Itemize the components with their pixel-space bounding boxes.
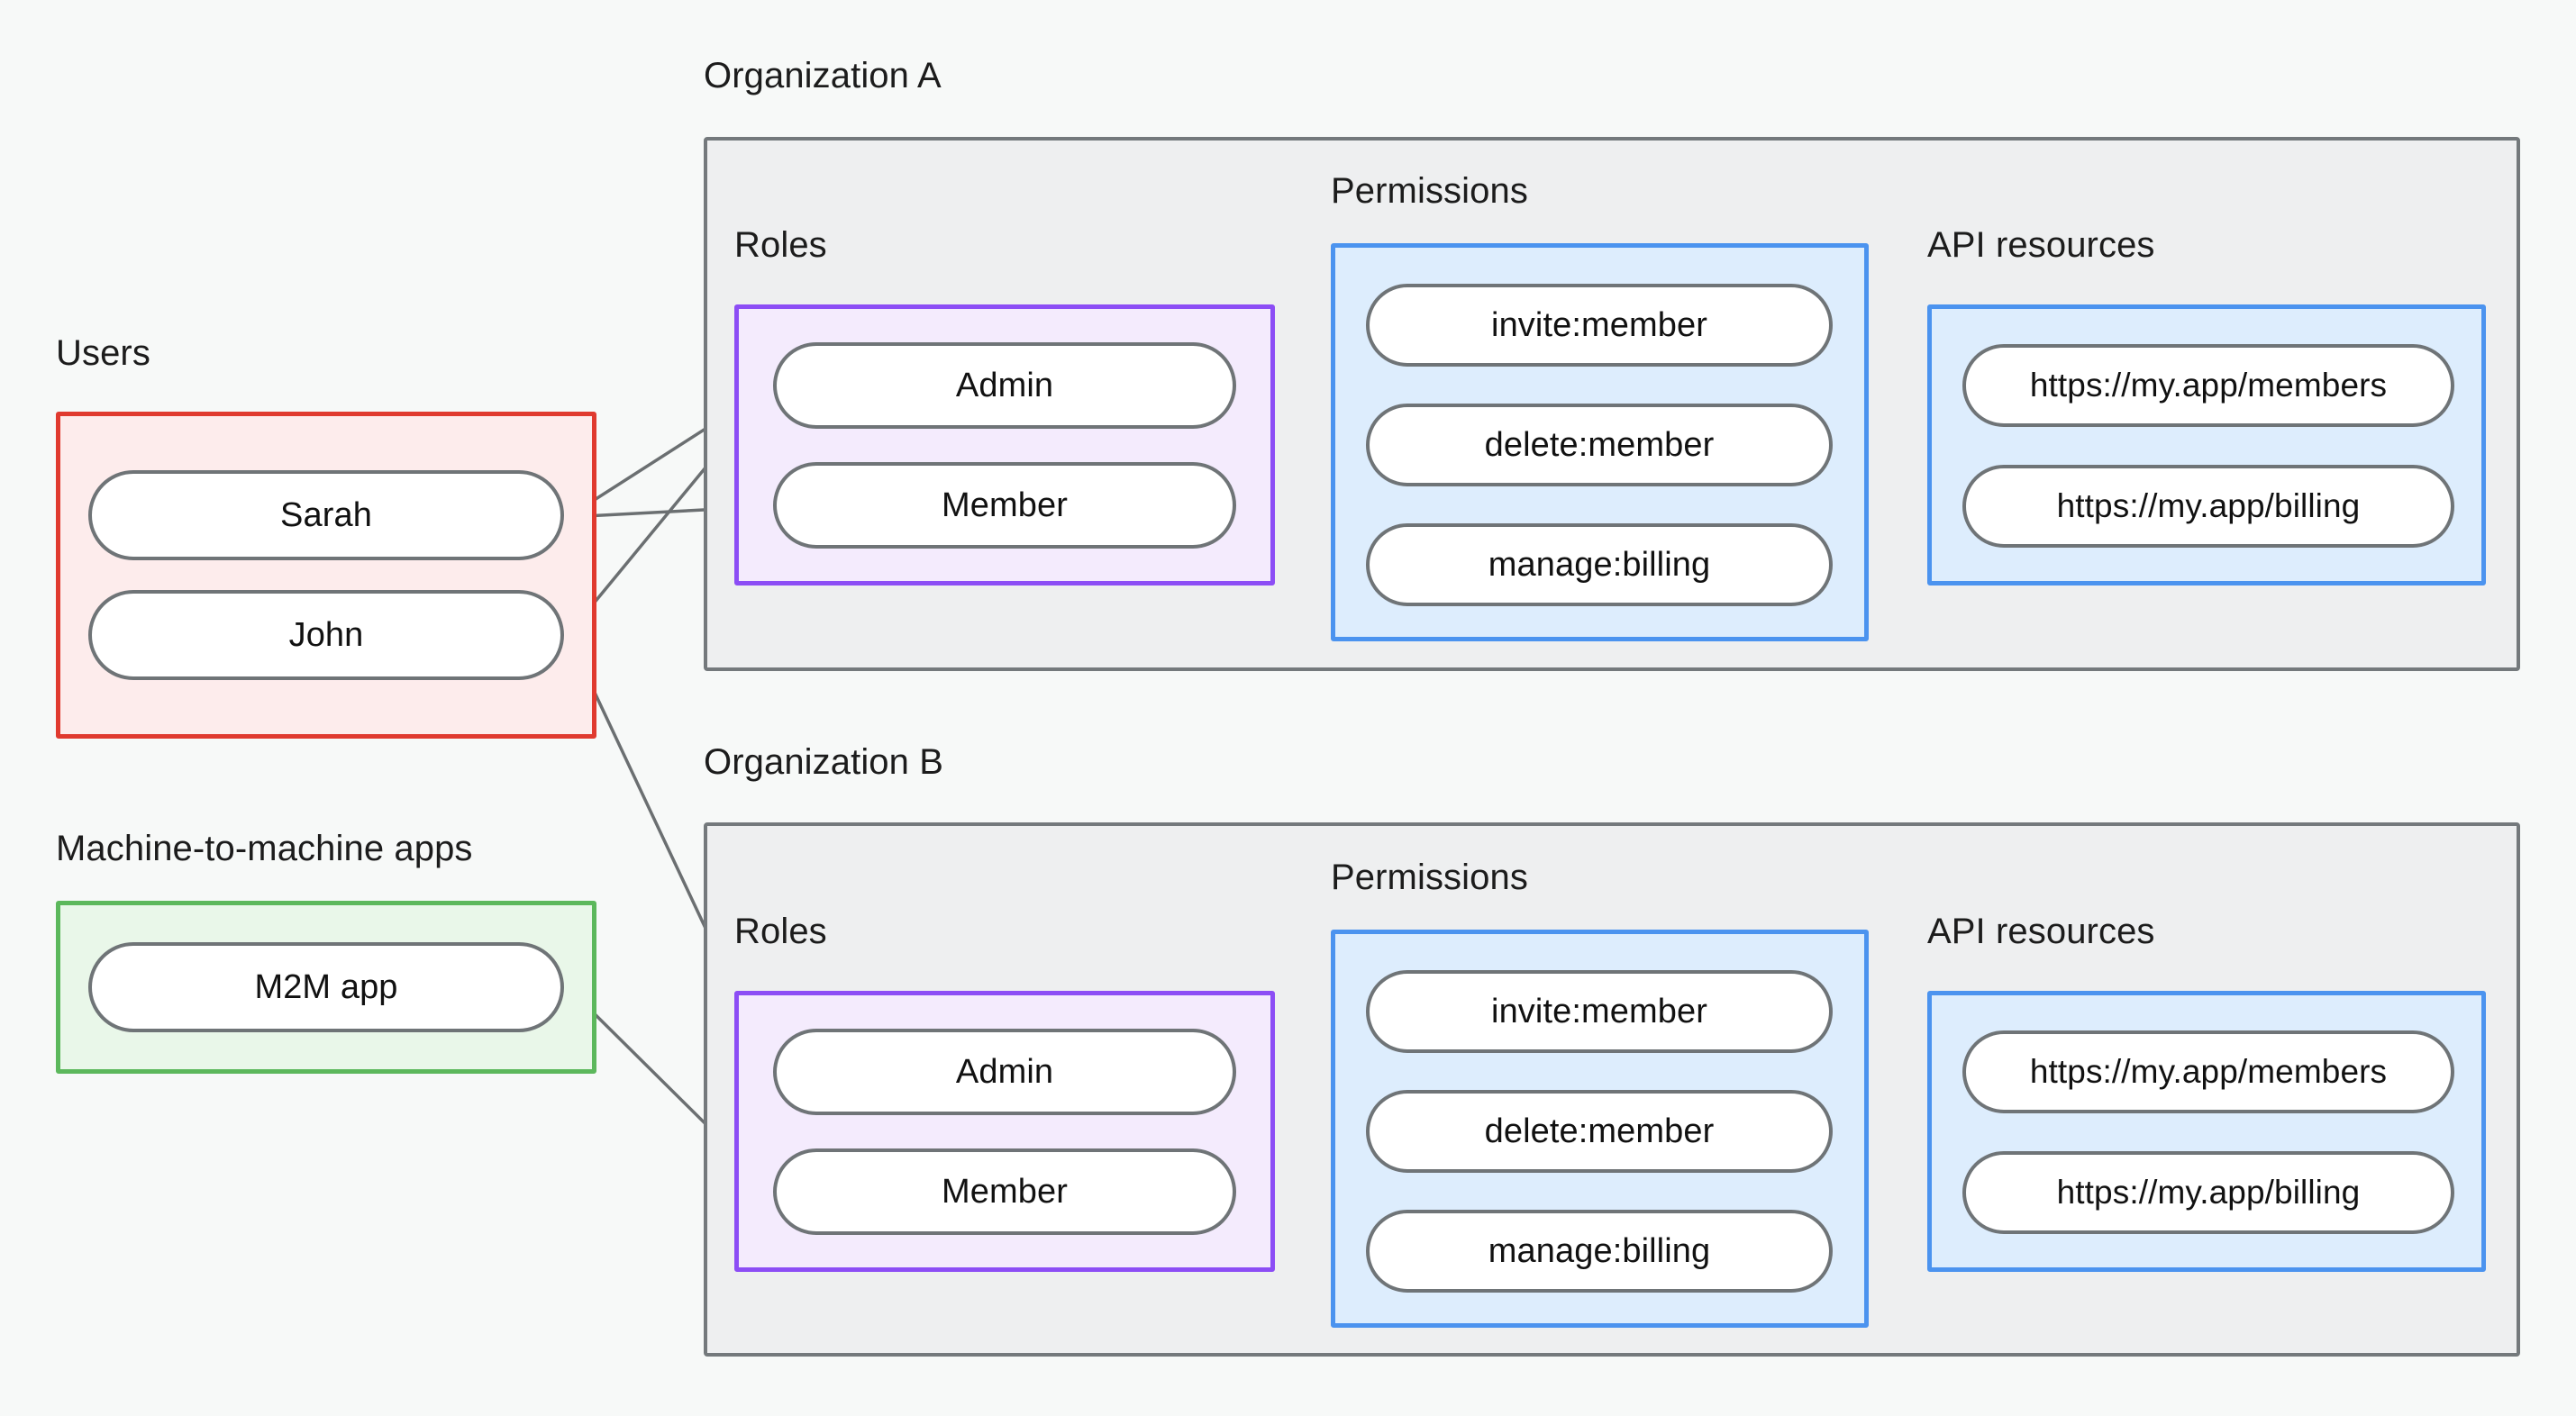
organization-a-label: Organization A xyxy=(704,56,942,95)
orgA-roles-label: Roles xyxy=(734,225,827,265)
orgA-role-admin[interactable]: Admin xyxy=(773,342,1236,429)
orgB-permission-manage-billing[interactable]: manage:billing xyxy=(1366,1210,1833,1293)
orgA-permissions-label: Permissions xyxy=(1331,171,1528,211)
orgB-api-resources-label: API resources xyxy=(1927,912,2155,951)
orgB-permission-invite-member[interactable]: invite:member xyxy=(1366,970,1833,1053)
organization-b-label: Organization B xyxy=(704,742,943,782)
m2m-group-label: Machine-to-machine apps xyxy=(56,829,473,868)
orgA-permission-invite-member[interactable]: invite:member xyxy=(1366,284,1833,367)
orgA-api-resource-billing[interactable]: https://my.app/billing xyxy=(1962,465,2454,548)
orgA-api-resource-members[interactable]: https://my.app/members xyxy=(1962,344,2454,427)
orgB-roles-label: Roles xyxy=(734,912,827,951)
orgB-permissions-label: Permissions xyxy=(1331,858,1528,897)
orgB-role-admin[interactable]: Admin xyxy=(773,1029,1236,1115)
orgA-permission-manage-billing[interactable]: manage:billing xyxy=(1366,523,1833,606)
users-container xyxy=(56,412,596,739)
orgB-role-member[interactable]: Member xyxy=(773,1148,1236,1235)
m2m-node-app[interactable]: M2M app xyxy=(88,942,564,1032)
orgA-permission-delete-member[interactable]: delete:member xyxy=(1366,404,1833,486)
orgB-api-resource-billing[interactable]: https://my.app/billing xyxy=(1962,1151,2454,1234)
orgA-role-member[interactable]: Member xyxy=(773,462,1236,549)
users-group-label: Users xyxy=(56,333,150,373)
user-node-john[interactable]: John xyxy=(88,590,564,680)
orgB-api-resource-members[interactable]: https://my.app/members xyxy=(1962,1030,2454,1113)
orgB-permission-delete-member[interactable]: delete:member xyxy=(1366,1090,1833,1173)
orgA-api-resources-label: API resources xyxy=(1927,225,2155,265)
user-node-sarah[interactable]: Sarah xyxy=(88,470,564,560)
